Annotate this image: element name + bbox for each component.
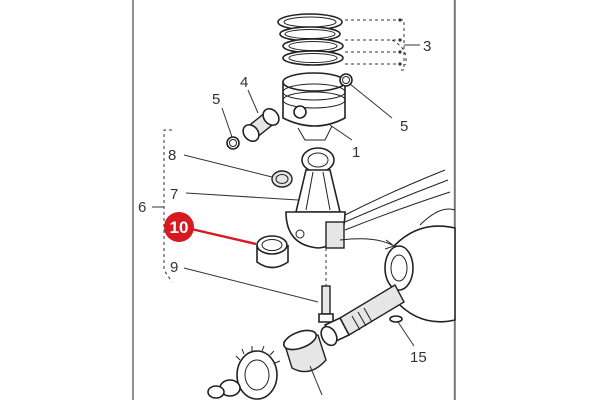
callout-10-badge: 10 (164, 212, 194, 242)
leader-lines (152, 18, 420, 347)
crankshaft (320, 208, 456, 347)
circlips (226, 73, 353, 150)
flow-lines (339, 169, 451, 250)
callout-9: 9 (170, 259, 178, 276)
callout-7: 7 (170, 186, 178, 203)
callout-4: 4 (240, 74, 248, 91)
highlight-leader-10 (186, 226, 257, 246)
rod-bolt (318, 285, 334, 323)
callout-10: 10 (170, 218, 189, 237)
piston-rings (277, 13, 344, 66)
callout-labels: 1 3 4 5 5 6 7 8 9 15 (138, 38, 431, 366)
callout-15: 15 (410, 349, 427, 366)
rod-bearing (256, 235, 289, 269)
timing-gear (207, 345, 281, 400)
main-bearing (282, 329, 327, 396)
callout-6: 6 (138, 199, 146, 216)
page-frame (132, 0, 456, 400)
callout-5-right: 5 (400, 118, 408, 135)
small-end-bushing (271, 170, 293, 188)
piston (282, 72, 346, 141)
callout-8: 8 (168, 147, 176, 164)
connecting-rod (285, 147, 346, 320)
piston-pin (242, 107, 280, 143)
callout-5-left: 5 (212, 91, 220, 108)
callout-1: 1 (352, 144, 360, 161)
callout-3: 3 (423, 38, 431, 55)
